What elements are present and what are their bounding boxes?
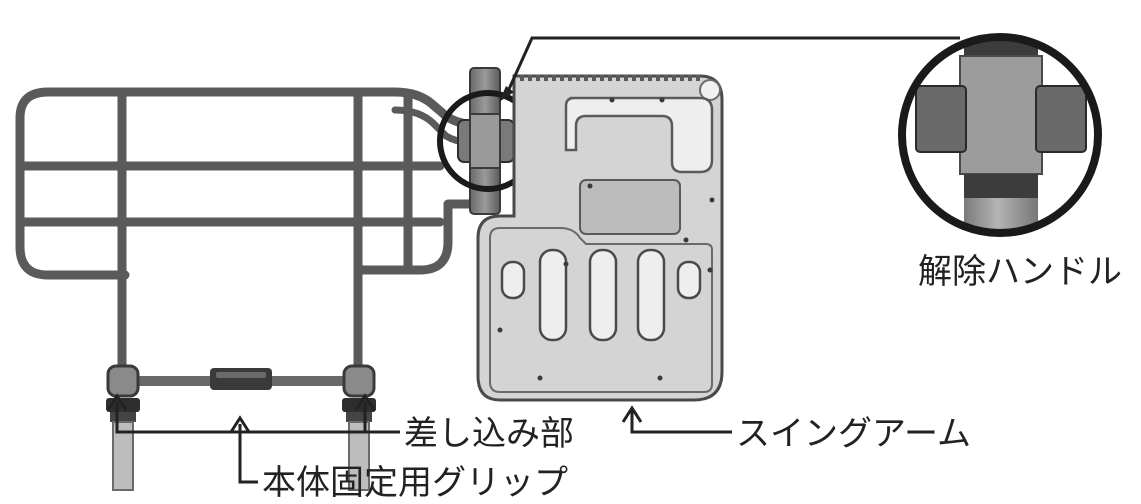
- grip-leader: [238, 424, 258, 484]
- up-arrow-icon: [621, 405, 643, 423]
- insert-part-label: 差し込み部: [404, 414, 574, 454]
- swing-arm-panel: [476, 74, 724, 402]
- grip-label: 本体固定用グリップ: [262, 463, 568, 503]
- release-handle-leader: [503, 36, 960, 99]
- insert-part-leaders: [115, 402, 400, 434]
- swing-arm-leader: [630, 410, 732, 434]
- release-handle-arrowhead-icon: [499, 86, 514, 102]
- bottom-bar: [130, 368, 355, 390]
- release-handle-label: 解除ハンドル: [918, 252, 1122, 292]
- left-insert-assembly: [106, 364, 140, 491]
- right-insert-assembly: [342, 364, 376, 491]
- up-arrow-icon: [106, 393, 128, 411]
- up-arrow-icon: [354, 393, 376, 411]
- grip-block: [210, 368, 272, 390]
- swing-pole: [457, 67, 515, 215]
- magnified-inset: [898, 33, 1102, 237]
- up-arrow-icon: [229, 415, 251, 433]
- bed-rail-frame: [15, 87, 481, 385]
- swing-arm-label: スイングアーム: [736, 414, 971, 454]
